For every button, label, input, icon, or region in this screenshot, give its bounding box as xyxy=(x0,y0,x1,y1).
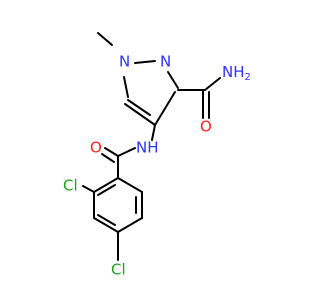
bond-camide-nh2 xyxy=(204,77,221,91)
atom-n2: N xyxy=(160,53,171,71)
bond-n1-n2 xyxy=(134,60,156,64)
atom-nh: NH xyxy=(136,139,159,157)
bond-c5-n1 xyxy=(123,76,129,98)
bond-b3-b4-inner xyxy=(97,214,116,226)
atom-nh2: NH2 xyxy=(222,63,251,84)
atom-cl-4: Cl xyxy=(111,261,126,279)
bond-c4-c5-inner xyxy=(127,99,151,116)
atom-labels: N N NH2 O NH O Cl Cl xyxy=(63,53,251,279)
bond-b1-b2-inner xyxy=(97,184,116,196)
atom-nh2-subscript: 2 xyxy=(245,72,251,83)
bond-c4-nh xyxy=(151,124,156,141)
bond-c3-c4 xyxy=(154,91,176,126)
bond-b3-b4 xyxy=(93,217,119,233)
molecule-structure: N N NH2 O NH O Cl Cl xyxy=(63,32,251,279)
bond-methyl xyxy=(97,32,113,46)
bond-c4-c5 xyxy=(124,103,156,126)
bond-cco-o xyxy=(104,147,119,157)
atom-cl-2: Cl xyxy=(63,177,78,195)
atom-nh2-text: NH xyxy=(222,63,245,81)
bond-b2-cl xyxy=(82,185,95,193)
bond-nh-cco xyxy=(117,147,136,157)
bond-cco-o-double xyxy=(101,153,115,163)
bond-b6-b1 xyxy=(117,177,143,193)
bond-b1-b2 xyxy=(93,177,119,193)
atom-o-amide: O xyxy=(200,118,212,136)
bond-n2-c3 xyxy=(167,71,179,89)
bond-lines xyxy=(82,32,221,261)
atom-n1: N xyxy=(119,53,130,71)
bond-b4-b5 xyxy=(117,217,143,233)
atom-o-benz: O xyxy=(90,139,102,157)
